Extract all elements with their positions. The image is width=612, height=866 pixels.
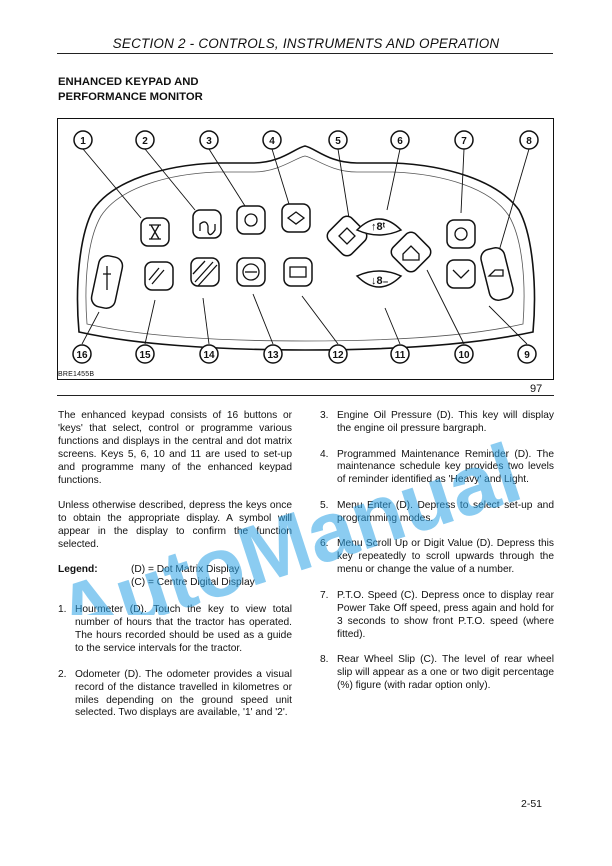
hatched-area-icon [192, 260, 218, 287]
figure-reference: BRE1455B [58, 371, 95, 378]
callout-7: 7 [461, 136, 467, 147]
legend-label: Legend: [58, 564, 98, 576]
list-item: 5.Menu Enter (D). Depress to select set-… [320, 499, 554, 524]
callout-11: 11 [395, 350, 406, 361]
width-icon [242, 263, 260, 281]
key-6-scroll-up [355, 218, 403, 236]
figure-rule [57, 395, 554, 396]
oil-can-icon [244, 213, 258, 227]
up-key-label: ↑8ᵗ [371, 221, 386, 233]
hourglass-icon [149, 224, 161, 240]
callout-5: 5 [335, 136, 341, 147]
intro-paragraph-1: The enhanced keypad consists of 16 butto… [58, 410, 292, 486]
implement-icon [103, 266, 111, 290]
maintenance-book-icon [286, 211, 306, 225]
callout-1: 1 [80, 136, 86, 147]
callout-6: 6 [397, 136, 403, 147]
header-rule [57, 53, 553, 54]
list-item: 7.P.T.O. Speed (C). Depress once to disp… [320, 589, 554, 640]
section-header: SECTION 2 - CONTROLS, INSTRUMENTS AND OP… [112, 36, 500, 51]
key-5-enter [326, 215, 368, 257]
right-item-list: 3.Engine Oil Pressure (D). This key will… [320, 410, 554, 693]
legend-value-dot-matrix: (D) = Dot Matrix Display [131, 564, 240, 576]
callout-3: 3 [206, 136, 212, 147]
list-item: 1.Hourmeter (D). Touch the key to view t… [58, 604, 292, 655]
callout-10: 10 [458, 350, 470, 361]
callout-9: 9 [524, 350, 530, 361]
enter-icon [338, 227, 356, 245]
legend-value-centre-digital: (C) = Centre Digital Display [131, 577, 255, 589]
callout-2: 2 [142, 136, 148, 147]
key-7-pto [446, 219, 476, 249]
odometer-icon [199, 221, 216, 236]
list-item: 8.Rear Wheel Slip (C). The level of rear… [320, 654, 554, 691]
page-number: 2-51 [521, 798, 543, 810]
battery-icon [289, 266, 307, 278]
list-item: 3.Engine Oil Pressure (D). This key will… [320, 410, 554, 434]
intro-paragraph-2: Unless otherwise described, depress the … [58, 500, 292, 550]
key-10-home [390, 231, 432, 273]
callout-8: 8 [526, 136, 532, 147]
hatched-hourglass-icon [148, 267, 165, 285]
keypad-figure: ↑8ᵗ ↓8₋ 1 2 3 4 5 6 7 8 9 10 11 12 13 14… [57, 118, 554, 380]
legend: Legend: (D) = Dot Matrix Display (C) = C… [58, 564, 292, 592]
key-12 [283, 257, 313, 287]
keypad-outline [76, 145, 536, 351]
left-column: The enhanced keypad consists of 16 butto… [58, 410, 292, 733]
list-item: 6.Menu Scroll Up or Digit Value (D). Dep… [320, 538, 554, 576]
callout-16: 16 [76, 350, 88, 361]
tractor-icon [487, 269, 504, 277]
pto-icon [454, 227, 468, 241]
figure-number: 97 [530, 383, 543, 395]
key-11-scroll-down [355, 270, 403, 288]
left-item-list: 1.Hourmeter (D). Touch the key to view t… [58, 604, 292, 720]
callout-13: 13 [267, 350, 279, 361]
key-8 [480, 247, 514, 301]
key-4-maintenance [281, 203, 311, 233]
key-9-rear-wheel-slip [446, 259, 476, 289]
heading-line-2: PERFORMANCE MONITOR [58, 91, 203, 103]
key-3-oil-pressure [236, 205, 266, 235]
rear-wheel-slip-icon [452, 269, 470, 279]
callout-14: 14 [203, 350, 215, 361]
leader-lines [81, 148, 530, 345]
callout-12: 12 [332, 350, 344, 361]
right-column: 3.Engine Oil Pressure (D). This key will… [320, 410, 554, 706]
list-item: 4.Programmed Maintenance Reminder (D). T… [320, 448, 554, 486]
callout-15: 15 [139, 350, 151, 361]
callout-4: 4 [269, 136, 275, 147]
heading-line-1: ENHANCED KEYPAD AND [58, 76, 199, 88]
page-heading: ENHANCED KEYPAD AND PERFORMANCE MONITOR [58, 75, 203, 105]
list-item: 2.Odometer (D). The odometer provides a … [58, 668, 292, 719]
keypad-inner-outline [85, 155, 525, 342]
home-icon [402, 245, 420, 261]
down-key-label: ↓8₋ [371, 275, 389, 287]
